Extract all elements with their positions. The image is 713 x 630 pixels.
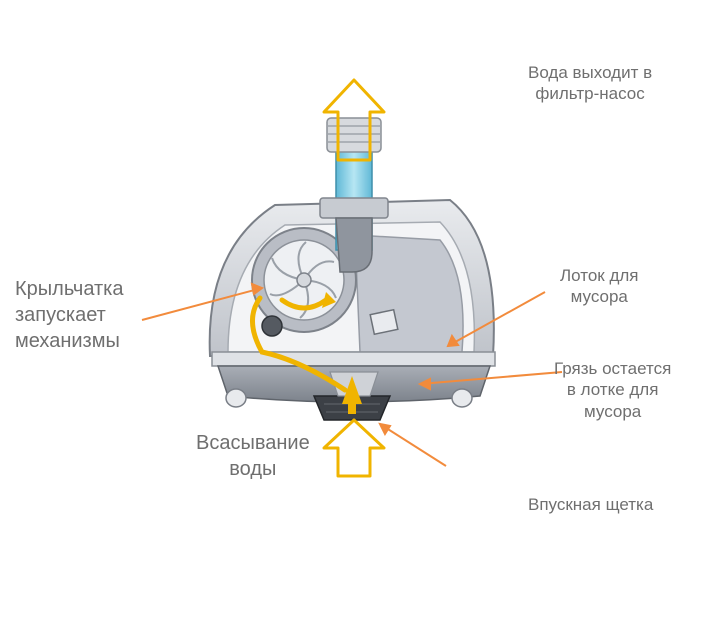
right-wheel	[451, 388, 473, 408]
label-water-suction: Всасывание воды	[196, 432, 310, 480]
tube-base	[319, 197, 389, 219]
label-intake-brush: Впускная щетка	[528, 495, 654, 514]
left-wheel	[225, 388, 247, 408]
dirt-callout	[419, 371, 563, 385]
callout-arrows	[141, 282, 563, 467]
tube-connector	[326, 117, 382, 153]
tray-window	[369, 308, 399, 336]
tray-callout	[447, 291, 546, 347]
label-dirt-stays: Грязь остается в лотке для мусора	[554, 359, 672, 421]
drive-gear	[261, 315, 283, 337]
brush-callout	[379, 423, 447, 467]
base-rim	[211, 351, 496, 367]
impeller-callout	[141, 287, 263, 321]
suction-arrow-icon	[322, 418, 386, 478]
label-debris-tray: Лоток для мусора	[560, 266, 639, 307]
elbow-pipe	[335, 217, 373, 273]
flow-path	[250, 295, 348, 393]
label-water-outlet: Вода выходит в фильтр-насос	[528, 63, 653, 104]
outlet-arrow-icon	[322, 78, 386, 162]
inner-up-arrow	[342, 376, 362, 404]
label-impeller: Крыльчатка запускает механизмы	[15, 278, 124, 352]
impeller-swirl	[279, 297, 329, 311]
